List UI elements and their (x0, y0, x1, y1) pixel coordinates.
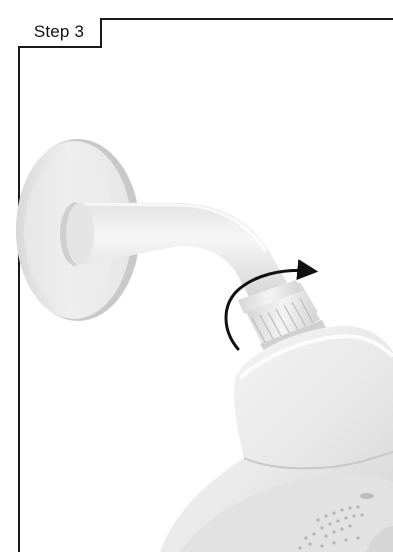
shower-head (160, 326, 393, 552)
step-label: Step 3 (18, 18, 102, 48)
